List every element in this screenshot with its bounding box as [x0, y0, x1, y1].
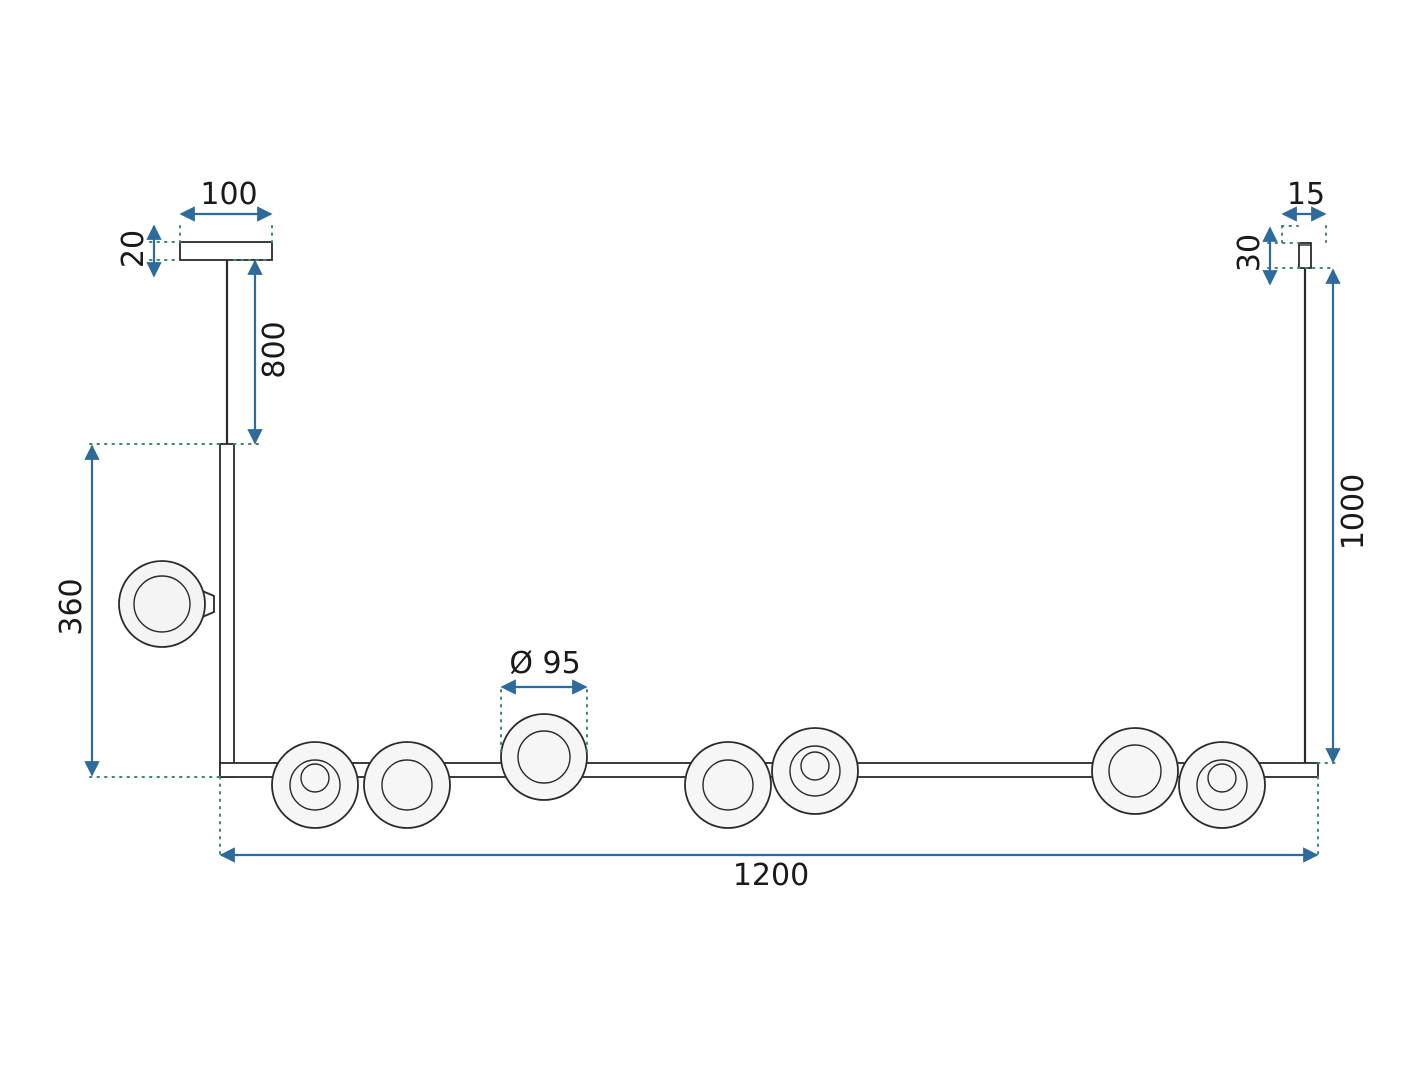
- globe-2: [363, 741, 451, 829]
- arm-joint-mask: [221, 764, 233, 776]
- globe-1: [271, 741, 359, 829]
- globe-3: [500, 713, 588, 801]
- label-globe-diameter: Ø 95: [509, 646, 580, 681]
- label-canopy-width: 100: [200, 177, 257, 212]
- label-vertical-arm: 360: [54, 578, 89, 635]
- ceiling-canopy: [179, 241, 273, 261]
- label-rod-right-cap: 30: [1232, 234, 1267, 272]
- label-canopy-height: 20: [116, 230, 151, 268]
- dimension-arrows: [84, 206, 1341, 863]
- label-total-width: 1200: [733, 858, 809, 893]
- globe-6: [1091, 727, 1179, 815]
- label-rod-right-length: 1000: [1336, 474, 1371, 550]
- label-rod-right-width: 15: [1287, 177, 1325, 212]
- globe-5: [771, 727, 859, 815]
- right-rod-cap: [1298, 242, 1312, 269]
- label-rod-left: 800: [257, 321, 292, 378]
- globe-7: [1178, 741, 1266, 829]
- globe-4: [684, 741, 772, 829]
- vertical-arm: [219, 443, 235, 778]
- side-globe: [118, 560, 215, 648]
